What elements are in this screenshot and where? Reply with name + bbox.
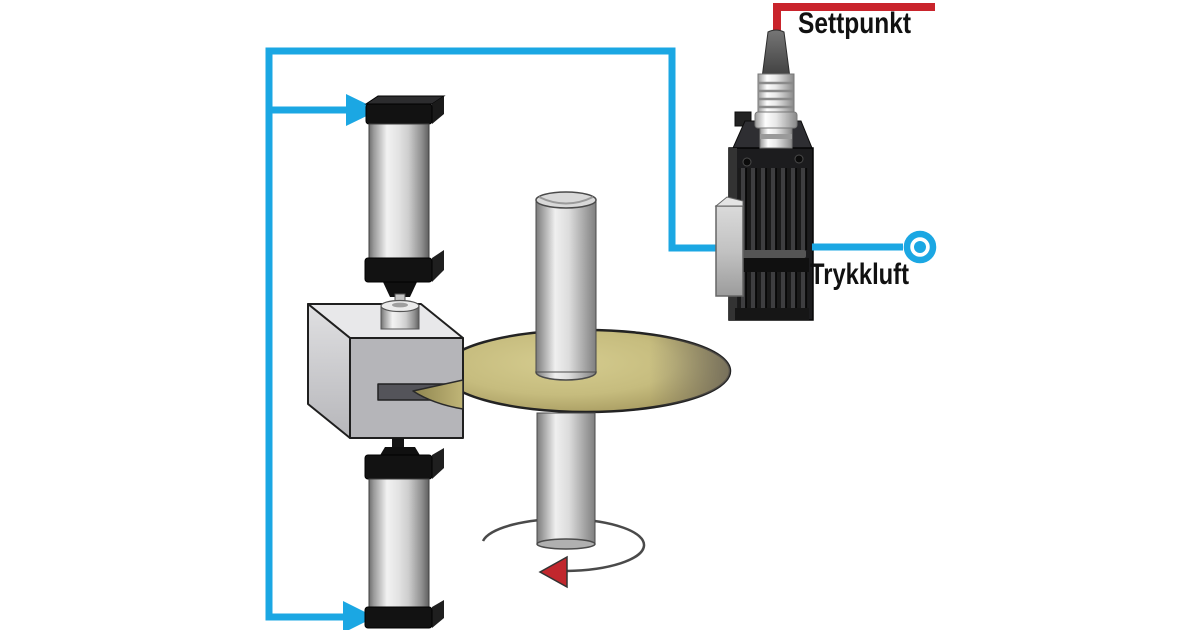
pneumatic-cylinder-bottom: [364, 438, 444, 629]
setpoint-wire-path: [773, 3, 935, 40]
top-cap-side: [432, 96, 444, 124]
piston-rod-bottom: [392, 438, 404, 448]
screw-icon: [742, 157, 752, 167]
rod-clevis-top: [383, 282, 417, 297]
air-flow-arrow-bottom-icon: [343, 601, 375, 630]
setpoint-label: Settpunkt: [798, 7, 911, 40]
rotation-arc: [481, 517, 646, 573]
side-panel-top: [714, 196, 744, 207]
bottom-cyl-bottom-cap: [364, 606, 433, 629]
regulator-mid-band: [737, 258, 809, 272]
piston-pad: [380, 282, 420, 330]
screw-icon: [794, 154, 804, 164]
shaft-top-face: [535, 191, 597, 209]
regulator-fins-upper: [738, 168, 808, 250]
brake-caliper-block: [307, 303, 464, 439]
pneumatic-cylinder-top: [364, 95, 446, 283]
top-cap-top-face: [364, 95, 446, 105]
regulator-fins-lower: [738, 272, 808, 308]
connector-ribs: [759, 81, 793, 109]
setpoint-wire: [773, 3, 935, 40]
pressure-regulator: [714, 111, 814, 321]
bottom-cyl-top-cap-side: [432, 448, 444, 479]
bottom-cap-side: [432, 250, 444, 282]
compressed-air-label: Trykkluft: [810, 258, 909, 291]
connector-collar: [754, 111, 798, 129]
connector-barrel-ring: [760, 134, 792, 139]
pneumatic-line-loop: [265, 47, 722, 621]
compressed-air-output: [812, 230, 937, 264]
disc-edge-in-slot: [412, 379, 464, 410]
shaft-upper-segment: [535, 199, 597, 373]
bottom-cyl-top-cap: [364, 454, 433, 480]
regulator-base: [735, 308, 809, 320]
electrical-connector: [754, 29, 798, 149]
bottom-cap: [364, 257, 433, 283]
pneumatic-line-circuit: [265, 47, 722, 630]
cylinder-barrel-bottom: [368, 478, 430, 608]
pad-rod-socket: [392, 302, 408, 308]
shaft-lower-segment: [536, 412, 596, 545]
cable-strain-relief: [761, 29, 791, 79]
cylinder-barrel-top: [368, 123, 430, 259]
shaft-top-notch: [538, 196, 594, 205]
top-cap: [365, 103, 433, 125]
air-flow-arrow-top-icon: [346, 94, 379, 126]
rotation-direction-arrow-icon: [538, 555, 568, 589]
bottom-cyl-bottom-cap-side: [432, 600, 444, 628]
regulator-vent-slot: [740, 250, 806, 258]
regulator-side-panel: [715, 205, 744, 297]
shaft-bottom-face: [536, 538, 596, 550]
compressed-air-port-dot: [914, 241, 926, 253]
rotating-shaft: [535, 191, 597, 550]
